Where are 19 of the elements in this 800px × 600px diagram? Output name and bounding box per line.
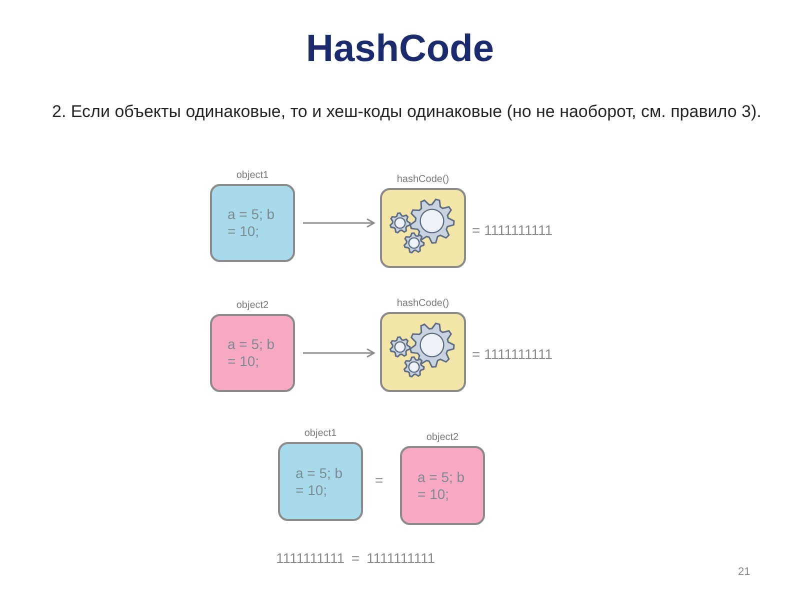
hash-value: = 1111111111 <box>472 222 553 238</box>
field-values: a = 5; b = 10; <box>418 468 466 502</box>
slide-title: HashCode <box>305 28 495 71</box>
box-heading: object1 <box>235 170 270 181</box>
field-values: a = 5; b = 10; <box>296 464 344 498</box>
hash-value: = 1111111111 <box>472 346 553 362</box>
hash-comparison: 1111111111 = 1111111111 <box>276 550 435 566</box>
rule-text: 2. Если объекты одинаковые, то и хеш-коды одинаковые (но не наоборот, см. правило 3). <box>52 101 762 123</box>
box-heading: object2 <box>235 300 270 311</box>
box-heading: hashCode() <box>396 298 450 309</box>
page-number: 21 <box>738 566 750 578</box>
field-values: a = 5; b = 10; <box>228 336 276 370</box>
box-heading: hashCode() <box>396 174 450 185</box>
arrow <box>303 218 375 228</box>
equals-sign: = <box>375 472 384 488</box>
field-values: a = 5; b = 10; <box>228 206 276 240</box>
arrow <box>303 348 375 358</box>
box-heading: object1 <box>303 428 338 439</box>
box-heading: object2 <box>425 432 460 443</box>
